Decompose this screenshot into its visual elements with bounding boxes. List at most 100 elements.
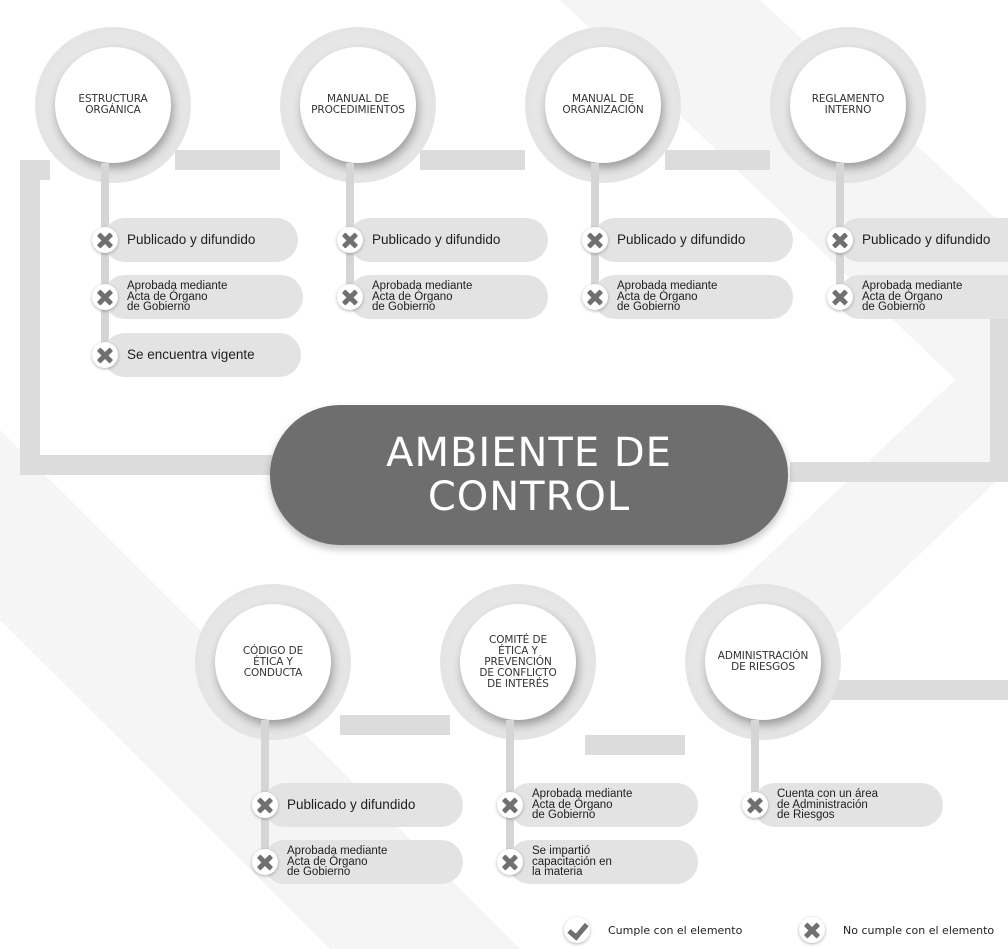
top-node-3-item-pill [593,275,793,319]
top-node-1-stem [101,163,109,355]
top-node-3-title-line: MANUAL DE [572,93,634,105]
top-node-4-item-pill [838,218,1008,262]
center-title-line-1: AMBIENTE DE [386,430,672,476]
top-node-2-title-line: PROCEDIMIENTOS [311,104,405,116]
bottom-node-3-item-pill [753,783,943,827]
bottom-node-1-item-pill [263,783,463,827]
connector-line-9 [340,715,450,735]
item-text-line: Acta de Órgano [287,855,368,868]
top-node-1-item-pill [103,333,301,377]
item-text-line: Acta de Órgano [617,290,698,303]
item-text-line: de Gobierno [532,809,596,821]
x-icon [252,849,278,875]
item-text-line: de Gobierno [287,866,351,878]
connector-line-7 [790,462,1008,482]
top-node-4-item-text: Publicado y difundido [862,232,990,248]
bottom-node-1-item-pill [263,840,463,884]
item-text-line: Publicado y difundido [862,232,991,247]
x-icon [582,227,608,253]
connector-line-4 [175,150,280,170]
item-text-line: capacitación en [532,855,612,868]
connector-line-11 [820,680,1008,700]
legend-cumple-label: Cumple con el elemento [608,924,743,937]
item-text-line: Publicado y difundido [287,797,416,812]
item-text-line: Aprobada mediante [617,280,718,292]
item-text-line: Aprobada mediante [862,280,963,292]
item-text-line: Acta de Órgano [862,290,943,303]
connector-line-2 [20,455,278,475]
bottom-node-1-title-line: CONDUCTA [243,666,303,679]
item-text-line: Se impartió [532,845,591,857]
item-text-line: de Gobierno [372,301,436,313]
connector-line-6 [665,150,770,170]
legend-x-icon [799,917,825,943]
item-text-line: de Gobierno [127,301,191,313]
connector-line-3 [20,160,50,180]
connector-line-8 [990,300,1008,480]
top-node-4-item-pill [838,275,1008,319]
bottom-node-2-title-line: COMITÉ DE [489,633,547,646]
bottom-node-2-title-line: DE INTERÉS [487,677,549,690]
x-icon [742,792,768,818]
legend-no-cumple-label: No cumple con el elemento [843,924,995,937]
x-icon [827,284,853,310]
bottom-node-1-stem [261,720,269,862]
item-text-line: Aprobada mediante [287,845,388,857]
top-node-1-item-text: Publicado y difundido [127,232,255,248]
bottom-node-2-title-line: DE CONFLICTO [479,666,557,679]
bottom-node-2-title-line: PREVENCIÓN [484,655,552,668]
bottom-node-3-title-line: ADMINISTRACIÓN [717,650,809,662]
item-text-line: de Administración [777,798,868,811]
item-text-line: Aprobada mediante [127,280,228,292]
top-node-1-item-pill [103,218,298,262]
item-text-line: de Riesgos [777,809,835,821]
top-node-3-item-pill [593,218,793,262]
bottom-node-1-item-text: Publicado y difundido [287,797,415,813]
x-icon [337,284,363,310]
x-icon [827,227,853,253]
top-node-1-item-pill [103,275,303,319]
top-node-1-title-line: ORGÁNICA [85,104,141,116]
center-title-line-2: CONTROL [427,474,631,520]
item-text-line: Publicado y difundido [617,232,746,247]
x-icon [92,227,118,253]
legend-check-icon [564,917,590,943]
top-node-2-item-pill [348,218,548,262]
x-icon [92,284,118,310]
top-node-2-title-line: MANUAL DE [327,93,389,105]
item-text-line: Publicado y difundido [127,232,256,247]
top-node-4-title-line: REGLAMENTO [811,93,885,105]
item-text-line: la materia [532,866,583,878]
x-icon [337,227,363,253]
item-text-line: Aprobada mediante [532,788,633,800]
top-node-1-title-line: ESTRUCTURA [78,93,148,105]
bottom-node-3-title-line: DE RIESGOS [731,661,795,673]
top-node-1-item-text: Se encuentra vigente [127,347,255,363]
x-icon [497,849,523,875]
center-title-pill: AMBIENTE DE CONTROL [270,405,788,545]
top-node-3-item-text: Publicado y difundido [617,232,745,248]
x-icon [497,792,523,818]
item-text-line: de Gobierno [862,301,926,313]
